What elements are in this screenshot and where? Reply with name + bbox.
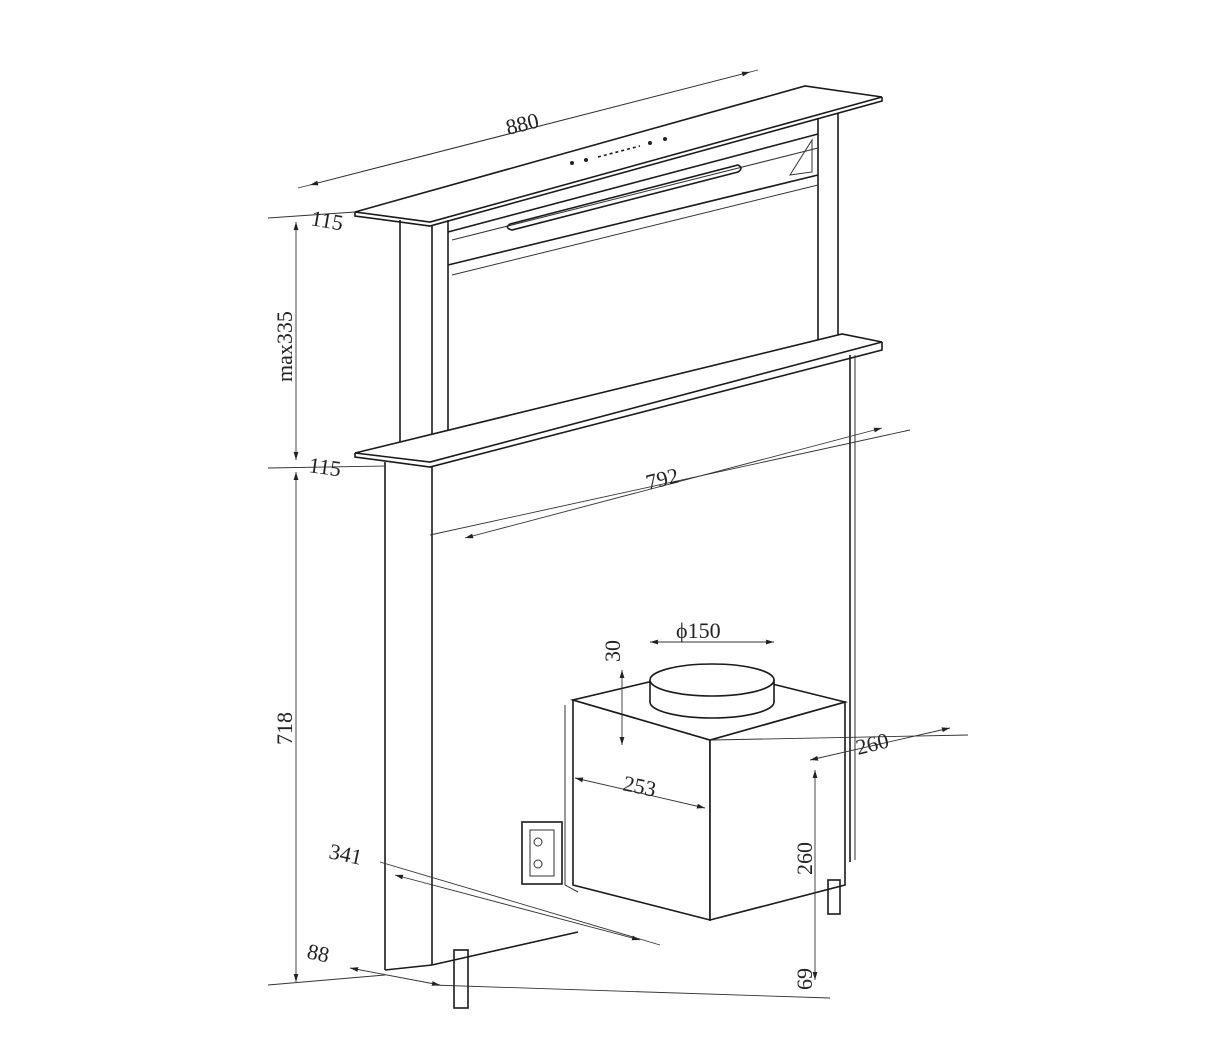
dim-duct-diameter: ϕ150 <box>676 618 721 643</box>
dim-body-thickness: 88 <box>305 938 332 967</box>
dim-body-height: 718 <box>272 712 297 745</box>
dim-motor-depth: 260 <box>853 728 891 760</box>
motor-box <box>564 663 849 922</box>
dim-duct-height: 30 <box>600 640 625 662</box>
left-column <box>399 220 433 450</box>
dimension-lines <box>267 69 969 999</box>
dim-body-depth: 341 <box>327 838 364 869</box>
worktop-flange <box>354 333 883 468</box>
right-column <box>817 113 839 350</box>
dim-foot-height: 69 <box>792 968 817 990</box>
top-lid <box>354 85 883 227</box>
dim-motor-height: 260 <box>792 842 817 875</box>
dim-overall-width: 880 <box>503 108 541 140</box>
dim-top-lid-thickness: 115 <box>309 205 345 235</box>
dim-flange-thickness: 115 <box>307 452 342 481</box>
feet <box>453 879 841 1009</box>
electrical-box <box>521 821 563 885</box>
dim-inner-width: 792 <box>643 463 681 495</box>
dim-max-rise: max335 <box>272 311 297 382</box>
